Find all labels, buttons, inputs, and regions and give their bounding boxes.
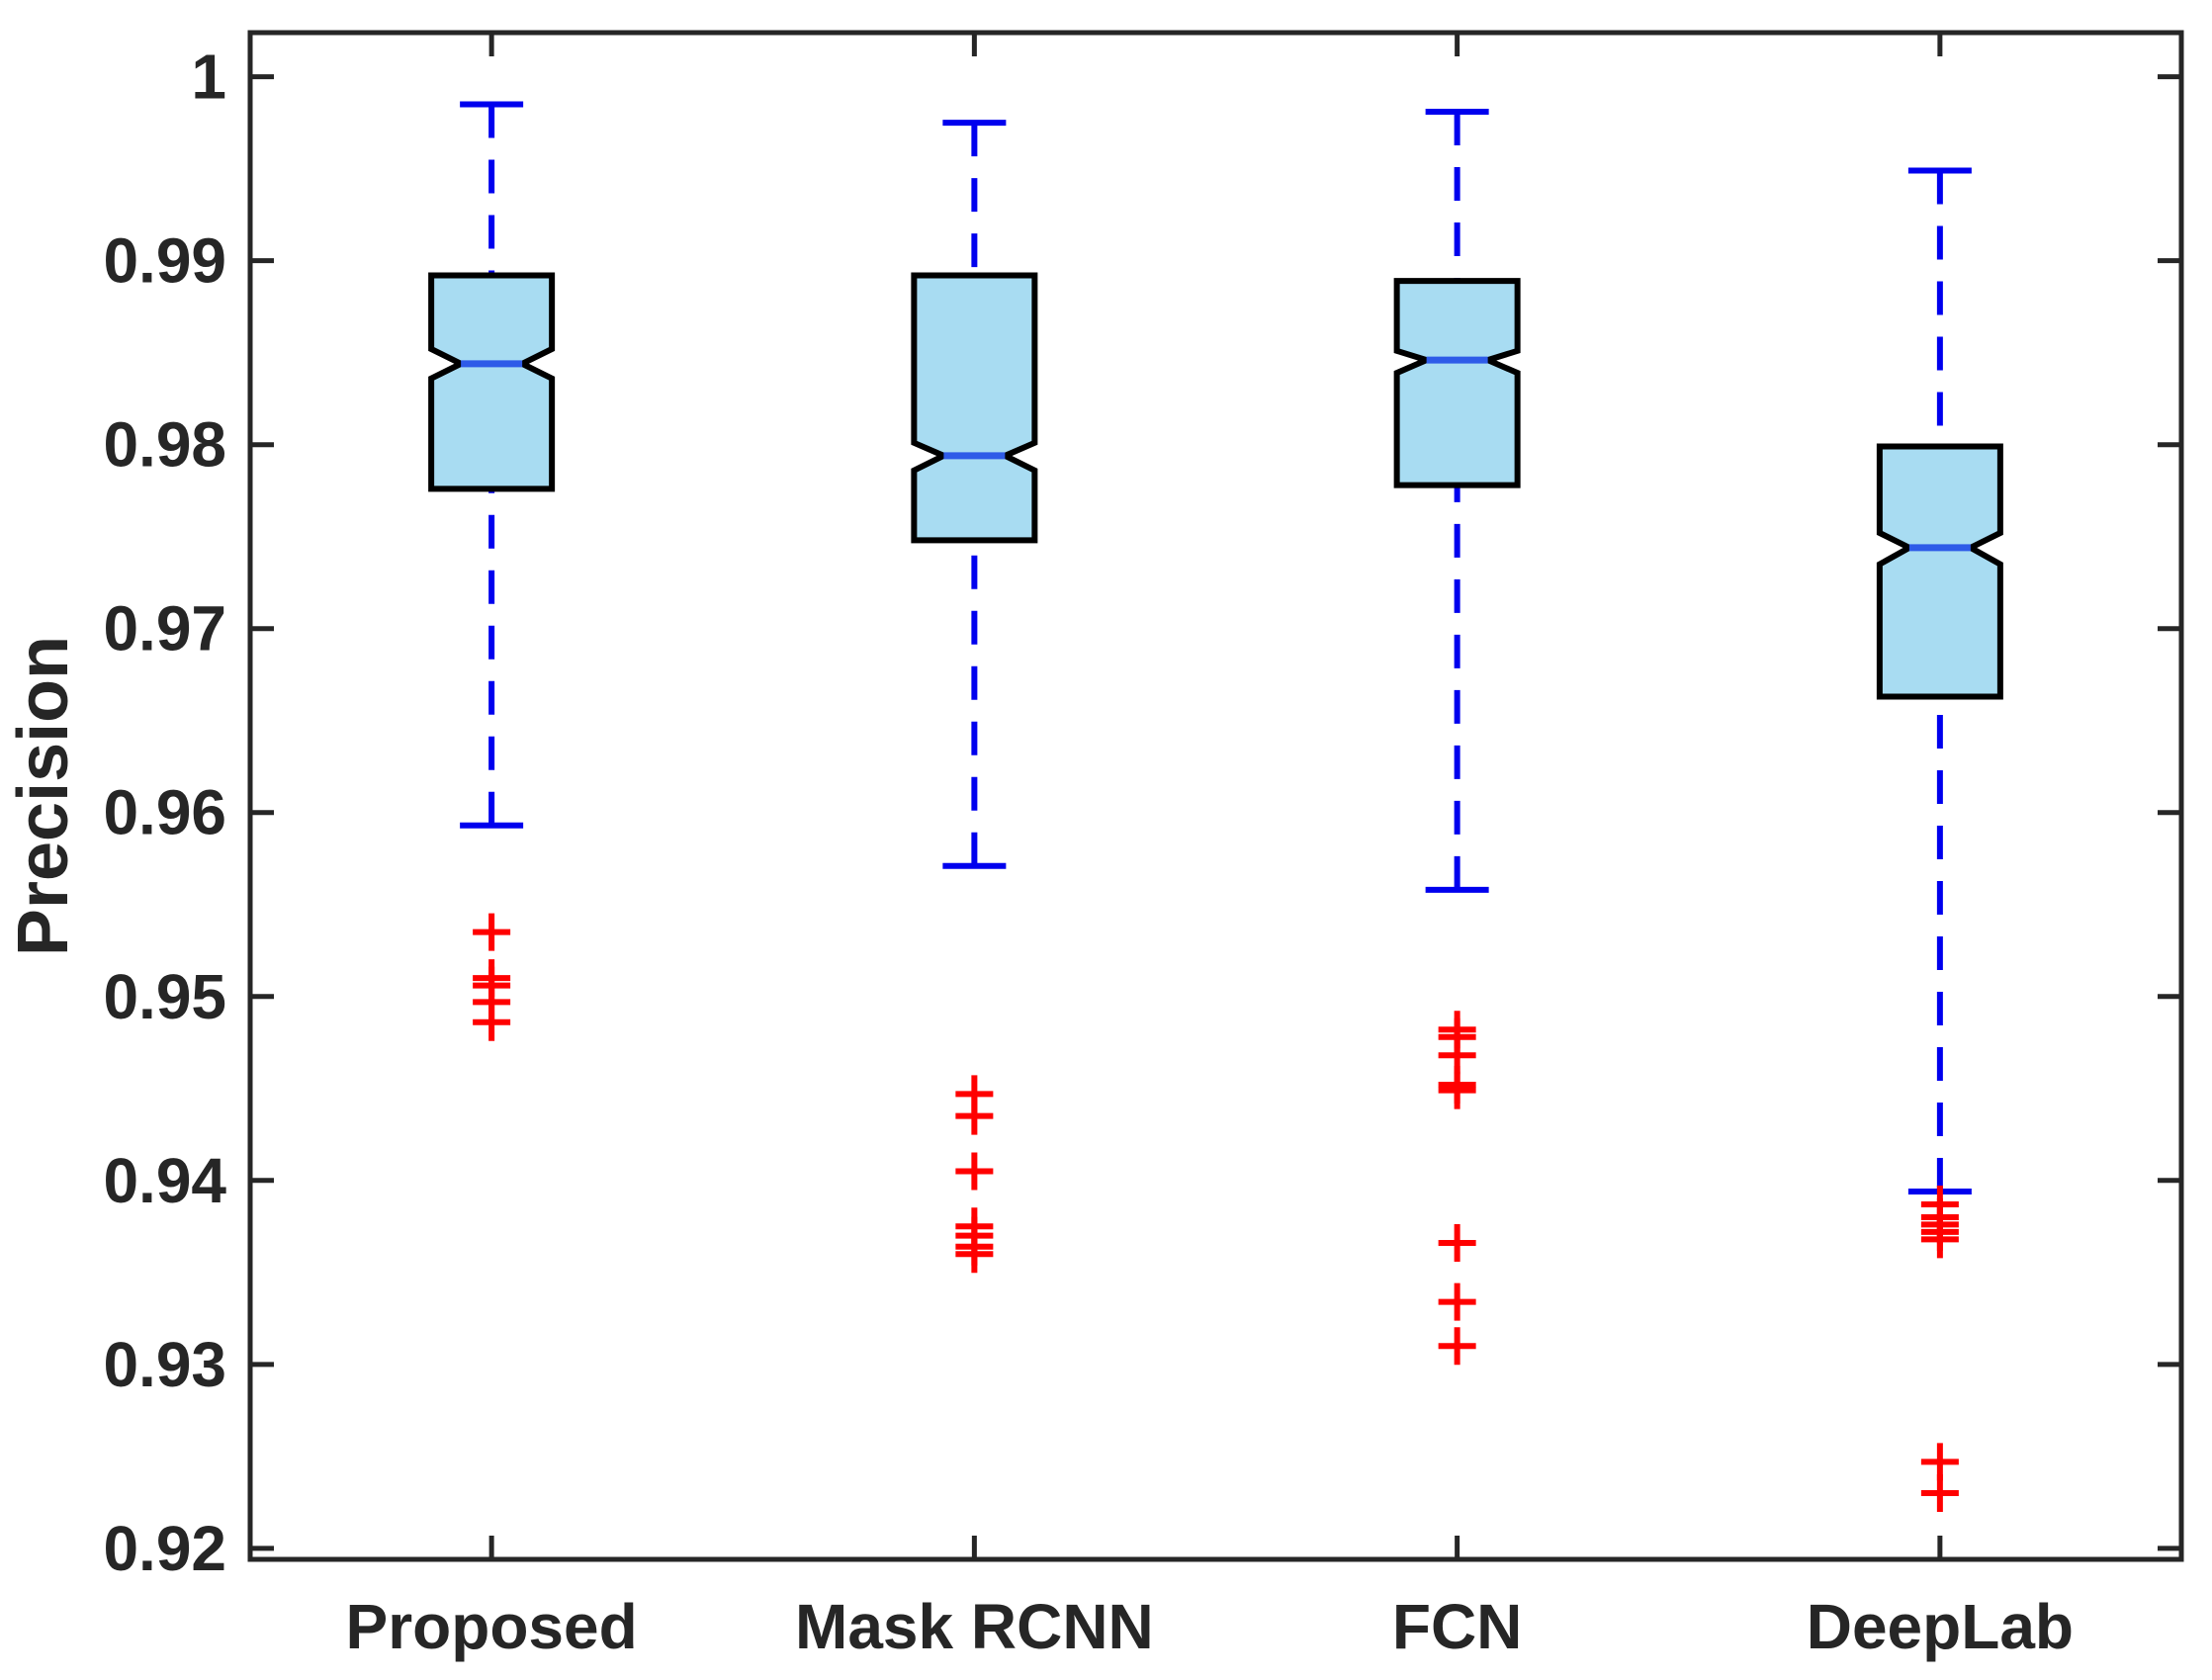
y-tick-label: 0.98 (103, 409, 226, 481)
outlier-marker-fcn (1438, 1224, 1476, 1263)
y-tick-label: 0.96 (103, 777, 226, 848)
y-tick-label: 0.94 (103, 1145, 226, 1216)
y-tick-label: 0.93 (103, 1329, 226, 1400)
outlier-marker-mask-rcnn (955, 1235, 994, 1274)
x-category-label: FCN (1392, 1591, 1523, 1662)
box-deeplab (1876, 443, 2003, 700)
y-tick-label: 0.92 (103, 1513, 226, 1584)
outlier-marker-proposed (473, 1003, 511, 1041)
plot-border (247, 30, 2184, 1562)
x-category-label: Mask RCNN (795, 1591, 1154, 1662)
outlier-marker-fcn (1438, 1327, 1476, 1366)
y-tick-label: 1 (191, 42, 226, 113)
outlier-marker-deeplab (1920, 1220, 1959, 1259)
outlier-marker-deeplab (1920, 1474, 1959, 1513)
outlier-marker-fcn (1438, 1282, 1476, 1321)
box-mask-rcnn (911, 272, 1038, 544)
outlier-marker-mask-rcnn (955, 1152, 994, 1191)
y-tick-label: 0.97 (103, 593, 226, 664)
y-tick-label: 0.99 (103, 225, 226, 297)
outlier-marker-fcn (1438, 1071, 1476, 1109)
plot-root: 1 0.99 0.98 0.97 0.96 0.95 0.94 0.93 0.92Propose… (103, 30, 2184, 1662)
outlier-marker-mask-rcnn (955, 1097, 994, 1135)
x-category-label: DeepLab (1807, 1591, 2074, 1662)
outlier-marker-proposed (473, 913, 511, 951)
box-fcn (1393, 278, 1521, 488)
y-axis-label: Precision (4, 636, 83, 956)
y-tick-label: 0.95 (103, 961, 226, 1032)
x-category-label: Proposed (346, 1591, 638, 1662)
box-proposed (428, 272, 556, 492)
